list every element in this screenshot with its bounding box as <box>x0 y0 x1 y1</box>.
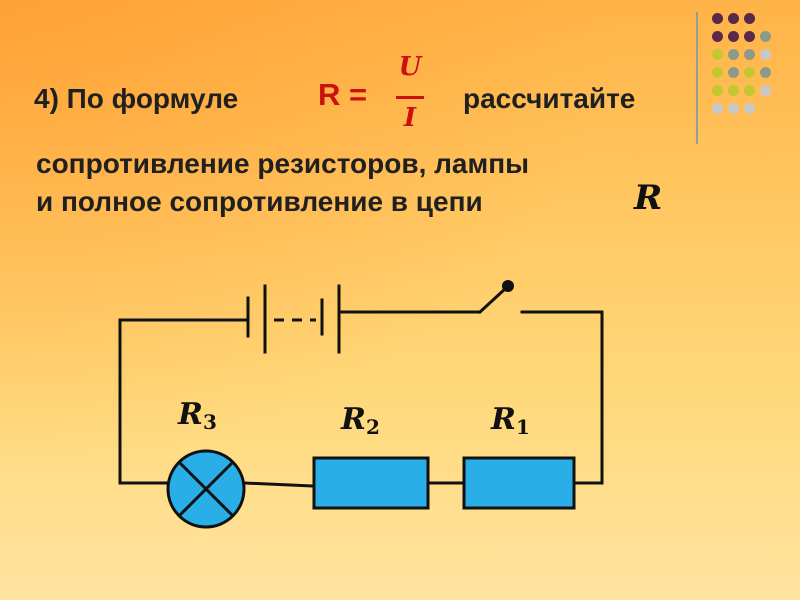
switch-lever <box>477 285 509 315</box>
resistor2-label-symbol: R <box>341 402 366 437</box>
wire-right <box>520 310 604 485</box>
decorative-dot <box>744 67 755 78</box>
decorative-divider-line <box>696 12 698 144</box>
formula-lhs: R = <box>318 77 368 112</box>
total-resistance-symbol: R <box>634 178 663 218</box>
lamp-label-r3: R3 <box>178 397 217 434</box>
resistor-r2 <box>312 456 430 510</box>
decorative-dot <box>728 85 739 96</box>
decorative-dot <box>728 49 739 60</box>
decorative-dot <box>712 85 723 96</box>
decorative-dot <box>760 85 771 96</box>
switch-pivot <box>502 280 514 292</box>
lamp-label-symbol: R <box>178 397 203 432</box>
resistor-r1 <box>462 456 576 510</box>
instruction-line-3: и полное сопротивление в цепи <box>36 186 483 217</box>
decorative-dot <box>728 13 739 24</box>
formula-fraction-bar <box>396 96 424 99</box>
resistor-label-r2: R2 <box>341 402 380 439</box>
instruction-line-1-prefix: 4) По формуле <box>34 83 239 114</box>
decorative-dot <box>712 103 723 114</box>
decorative-dot <box>728 103 739 114</box>
decorative-dot <box>760 67 771 78</box>
decorative-dot <box>744 13 755 24</box>
instruction-line-2: сопротивление резисторов, лампы <box>36 148 530 179</box>
decorative-dot <box>728 31 739 42</box>
resistor2-label-index: 2 <box>365 415 380 439</box>
wire-lamp-to-r2 <box>242 481 316 488</box>
lamp-label-index: 3 <box>202 410 217 434</box>
lamp-symbol <box>166 449 246 529</box>
decorative-dot <box>728 67 739 78</box>
decorative-dot <box>744 49 755 60</box>
instruction-line-1-suffix: рассчитайте <box>463 83 636 114</box>
decorative-dot <box>744 103 755 114</box>
decorative-dot-grid <box>0 0 800 160</box>
decorative-dot <box>712 31 723 42</box>
decorative-dot <box>760 49 771 60</box>
decorative-dot <box>760 31 771 42</box>
decorative-dot <box>744 31 755 42</box>
formula-denominator: I <box>403 103 417 133</box>
decorative-dot <box>712 13 723 24</box>
decorative-dot <box>744 85 755 96</box>
decorative-dot <box>712 49 723 60</box>
resistor1-label-symbol: R <box>491 402 516 437</box>
wire-top-left <box>118 318 250 485</box>
resistor-label-r1: R1 <box>491 402 530 439</box>
formula-numerator: U <box>398 52 422 82</box>
resistor1-label-index: 1 <box>515 415 530 439</box>
decorative-dot <box>712 67 723 78</box>
